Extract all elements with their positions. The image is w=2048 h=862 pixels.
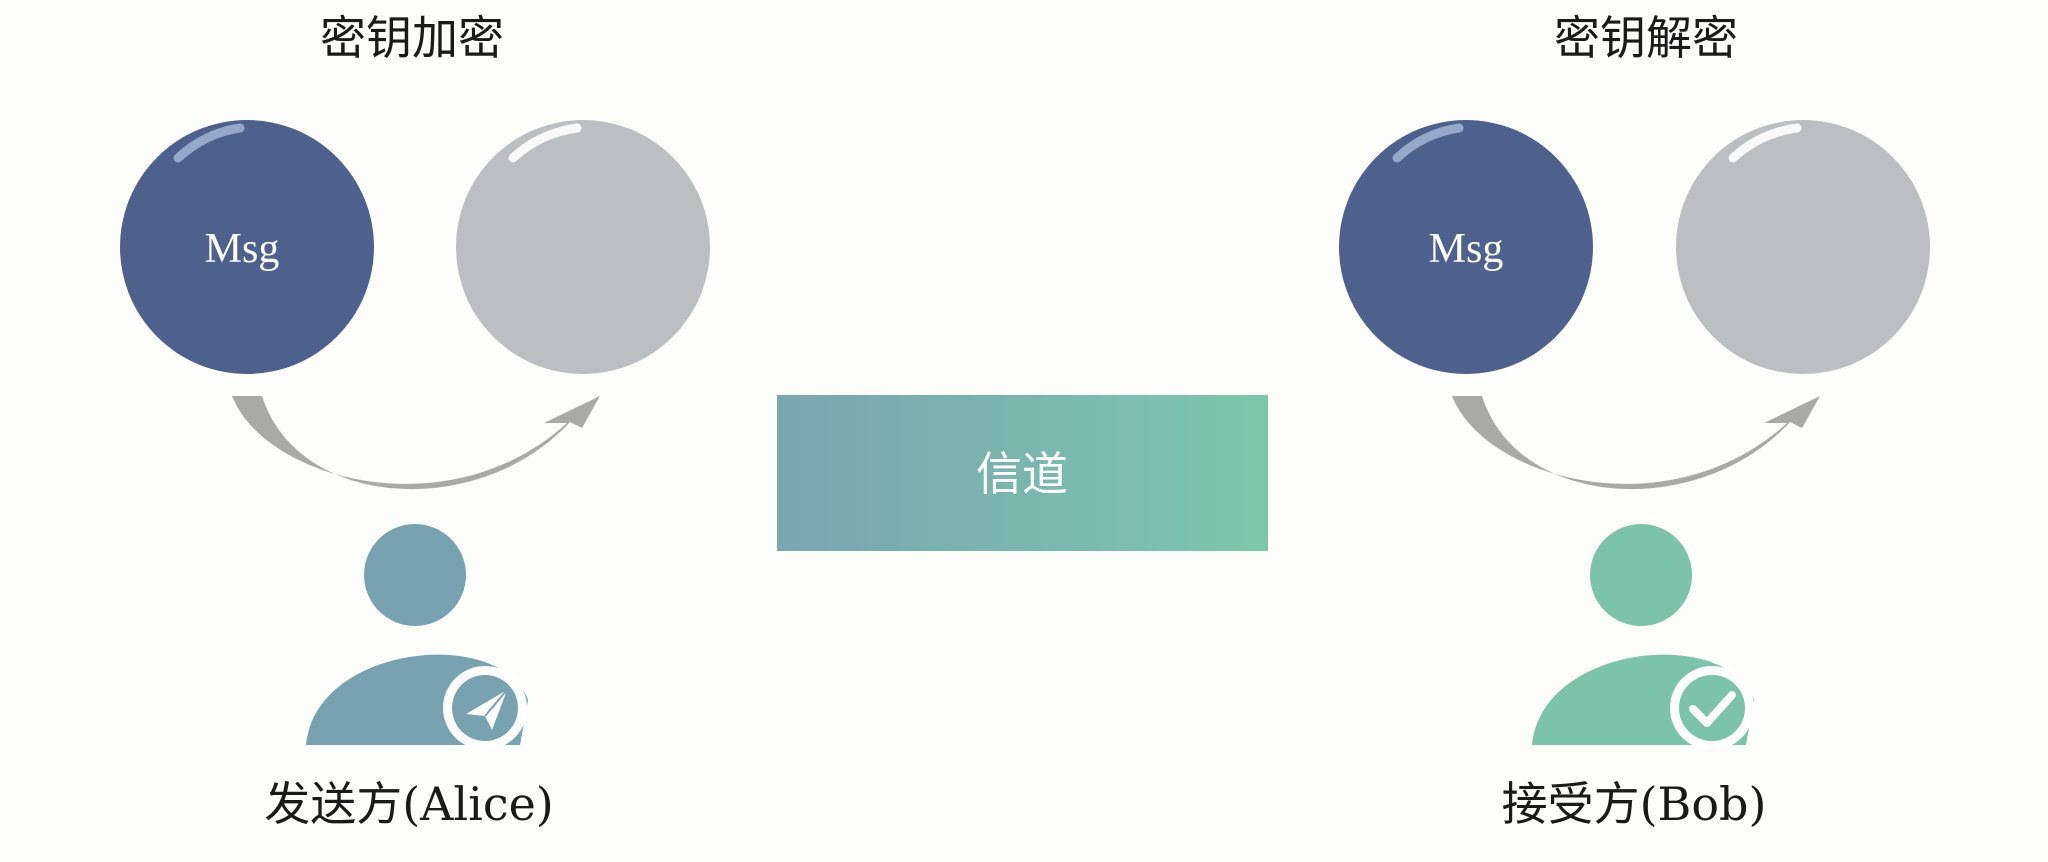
sender-ciphertext-circle <box>456 120 710 374</box>
sender-avatar <box>306 524 528 750</box>
checkmark-icon <box>1670 666 1754 750</box>
sender-group: 密钥加密 Msg 发送方(Alice) <box>120 11 710 831</box>
sender-message-circle: Msg <box>120 120 374 374</box>
receiver-message-circle: Msg <box>1339 120 1593 374</box>
receiver-avatar <box>1532 524 1754 750</box>
sender-title: 密钥加密 <box>320 11 504 65</box>
sender-name: 发送方(Alice) <box>264 777 554 831</box>
paper-plane-icon <box>443 666 527 750</box>
channel-label: 信道 <box>976 447 1068 501</box>
receiver-group: 密钥解密 Msg 接受方(Bob) <box>1339 11 1930 831</box>
decrypt-arrow-icon <box>1452 396 1820 490</box>
sender-message-label: Msg <box>205 226 280 272</box>
receiver-ciphertext-circle <box>1676 120 1930 374</box>
encrypt-arrow-icon <box>232 396 600 490</box>
receiver-message-label: Msg <box>1429 226 1504 272</box>
receiver-title: 密钥解密 <box>1554 11 1738 65</box>
channel: 信道 <box>777 395 1268 551</box>
receiver-name: 接受方(Bob) <box>1502 777 1767 831</box>
channel-box <box>777 395 1268 551</box>
